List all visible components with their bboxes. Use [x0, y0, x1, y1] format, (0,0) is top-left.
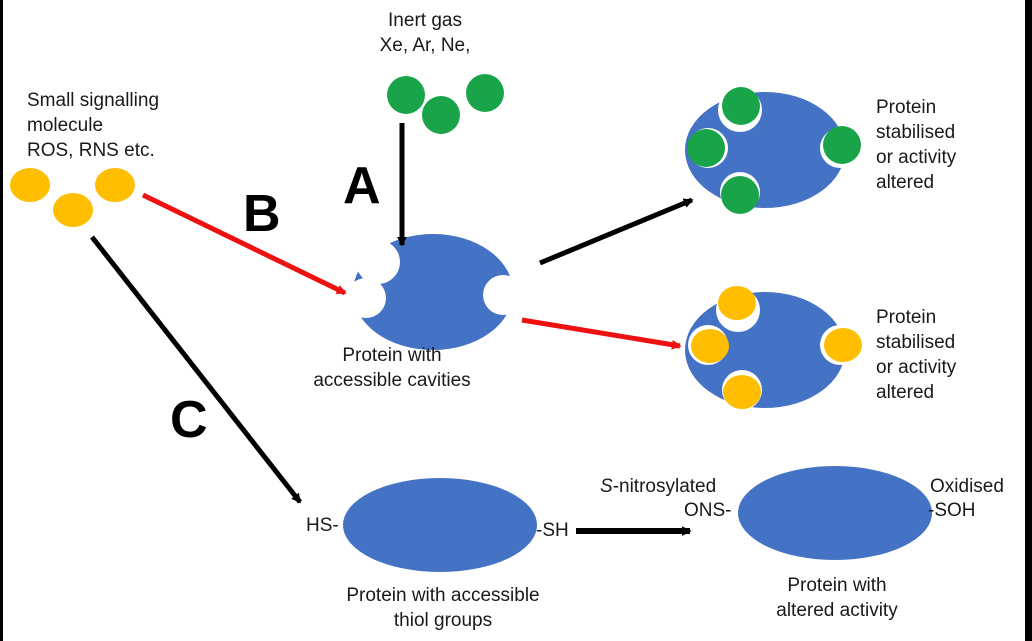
oxidised-label: Oxidised [930, 476, 1004, 497]
inert-gas-examples: Xe, Ar, Ne, [379, 35, 471, 56]
protein-with-cavities [346, 234, 523, 350]
soh-group: -SOH [928, 500, 976, 521]
protein-with-signalling-molecule [685, 286, 862, 410]
signalling-molecule-label: Small signalling molecule ROS, RNS etc. [27, 90, 160, 161]
signalling-molecule [824, 328, 862, 362]
signalling-molecule [691, 329, 729, 363]
route-c-label: C [170, 391, 208, 449]
signalling-molecule [723, 375, 761, 409]
thiol-right-group: -SH [536, 520, 569, 541]
signalling-molecule [718, 286, 756, 320]
signalling-molecules [10, 168, 135, 227]
gas-atom [722, 87, 760, 125]
thiol-left-group: HS- [306, 515, 339, 536]
arrow-to-gas-protein [539, 200, 692, 266]
result-top-label: Protein stabilised or activity altered [876, 97, 957, 193]
gas-atom [721, 176, 759, 214]
result-middle-label: Protein stabilised or activity altered [876, 307, 957, 403]
inert-gas-label: Inert gas Xe, Ar, Ne, [370, 8, 480, 58]
protein-with-altered-activity [738, 466, 932, 560]
protein-with-thiol-groups [343, 478, 537, 572]
altered-protein-label: Protein with altered activity [776, 575, 898, 621]
protein-with-inert-gas [685, 87, 861, 214]
gas-atom [687, 129, 725, 167]
route-a-label: A [343, 157, 381, 215]
inert-gas-atoms [387, 74, 504, 134]
thiol-protein-label: Protein with accessible thiol groups [346, 585, 540, 631]
arrow-c [90, 235, 302, 504]
gas-atom [823, 126, 861, 164]
ons-group: ONS- [684, 500, 732, 521]
route-b-label: B [243, 185, 281, 243]
s-nitrosylated-label: S-nitrosylated [600, 476, 717, 497]
arrow-to-signal-protein [521, 317, 680, 346]
arrow-b [141, 192, 345, 296]
inert-gas-title: Inert gas [388, 10, 462, 31]
cavity-protein-label: Protein with accessible cavities [313, 345, 471, 391]
